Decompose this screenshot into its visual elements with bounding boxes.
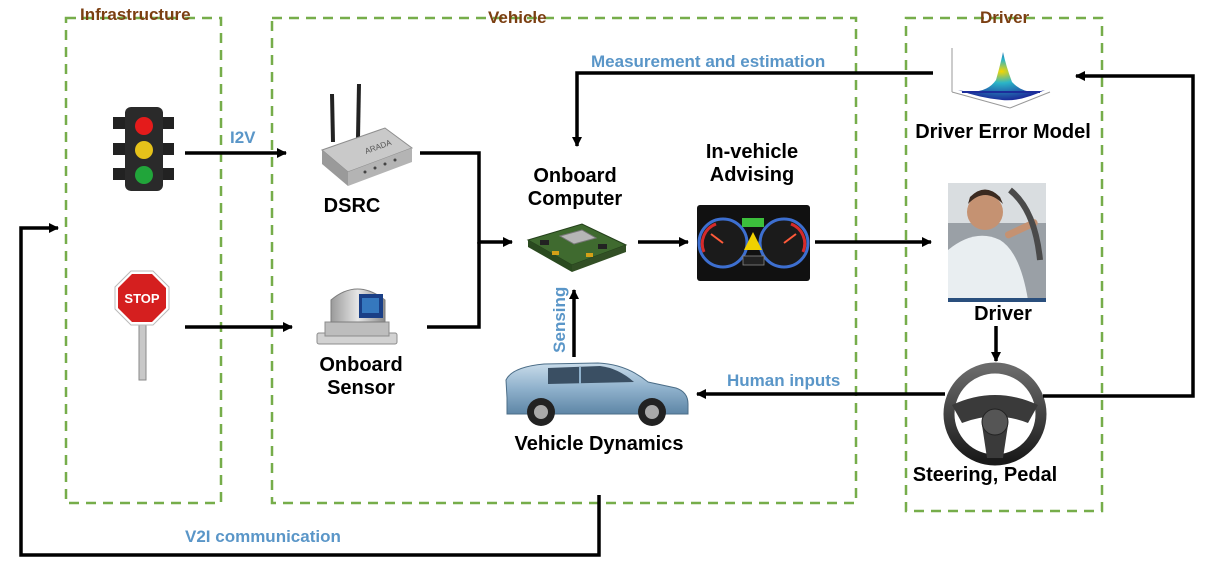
group-infrastructure-box	[64, 16, 223, 505]
node-label-steering-pedal: Steering, Pedal	[912, 464, 1058, 486]
edge-label-i2v: I2V	[230, 128, 256, 147]
group-vehicle-box	[270, 16, 858, 505]
node-label-vehicle-dynamics: Vehicle Dynamics	[514, 433, 684, 455]
onboard-sensor-icon	[316, 288, 398, 345]
arrow-v2i-communication	[19, 223, 601, 557]
arrow-sensor-to-computer	[427, 242, 481, 329]
edge-label-v2i: V2I communication	[185, 527, 341, 546]
group-title-infrastructure: Infrastructure	[80, 5, 191, 24]
node-label-in-vehicle-advising: In-vehicle Advising	[705, 141, 799, 186]
node-label-onboard-sensor: Onboard Sensor	[319, 354, 403, 399]
arrow-dsrc-to-computer	[420, 151, 513, 247]
dashboard-display-icon	[697, 205, 810, 281]
driver-photo-icon	[948, 183, 1046, 302]
vehicle-suv-icon	[505, 362, 689, 426]
steering-wheel-icon	[943, 362, 1047, 466]
stop-sign-icon: STOP	[114, 270, 170, 381]
traffic-light-icon	[113, 107, 174, 191]
node-label-dsrc: DSRC	[323, 195, 381, 217]
surface-plot-icon	[951, 48, 1051, 109]
node-label-driver-error-model: Driver Error Model	[915, 121, 1091, 143]
stop-sign-text: STOP	[124, 291, 159, 306]
node-label-onboard-computer: Onboard Computer	[527, 165, 623, 210]
edge-label-human-inputs: Human inputs	[727, 371, 841, 390]
group-driver-box	[904, 16, 1104, 513]
onboard-computer-icon	[526, 223, 628, 272]
dsrc-router-icon: ARADA	[321, 83, 414, 186]
edge-label-sensing: Sensing	[550, 286, 570, 353]
edge-label-measurement: Measurement and estimation	[591, 52, 826, 71]
node-label-driver: Driver	[974, 303, 1032, 325]
group-title-driver: Driver	[980, 8, 1030, 27]
arrow-steering-to-error-model	[1043, 71, 1195, 398]
group-title-vehicle: Vehicle	[488, 8, 547, 27]
arrow-error-model-to-computer	[572, 71, 933, 147]
